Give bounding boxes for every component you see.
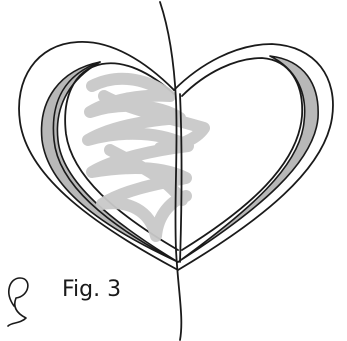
vertical-axis-line [159, 1, 183, 341]
left-outer-outline [18, 41, 179, 271]
right-chamber-outline [181, 57, 304, 251]
septum-line [179, 93, 183, 263]
left-inner-outline [52, 61, 179, 263]
handwritten-mark [7, 277, 29, 327]
right-shaded-wall [177, 55, 319, 263]
right-outer-outline [173, 43, 334, 271]
figure-caption: Fig. 3 [62, 277, 122, 302]
scribble-shading [82, 72, 210, 242]
